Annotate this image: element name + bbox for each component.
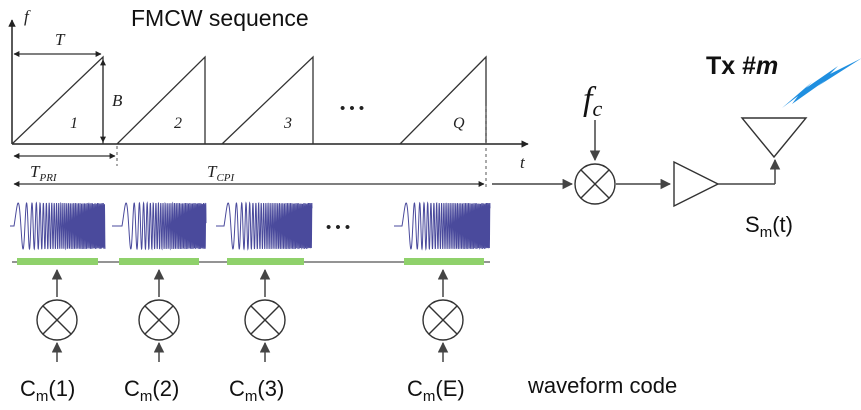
t-axis-label: t: [520, 153, 526, 172]
f-axis-label: f: [24, 7, 31, 26]
code-bar-3: [227, 258, 304, 265]
chirp-waveform-e: [394, 201, 491, 251]
ramp-q: Q: [399, 55, 487, 145]
lightning-icon: [782, 58, 861, 108]
code-bar-1: [17, 258, 98, 265]
code-label-2: Cm(2): [124, 376, 179, 405]
amplifier-icon: [673, 160, 720, 208]
ramp-2-label: 2: [174, 115, 182, 132]
bandwidth-label: B: [112, 91, 123, 110]
waveform-ellipsis: • • •: [326, 219, 350, 236]
cpi-label: TCPI: [207, 162, 236, 184]
tx-label: Tx #m: [706, 52, 778, 80]
antenna-icon: [740, 117, 808, 159]
rf-mixer: [574, 163, 616, 205]
code-label-e: Cm(E): [407, 376, 465, 405]
chirp-waveform-1: [10, 201, 106, 251]
ramp-2: 2: [116, 55, 206, 145]
chirp-waveforms: • • •: [10, 201, 491, 251]
period-label: T: [55, 30, 66, 49]
code-mixer-e: [422, 268, 464, 362]
code-bar-2: [119, 258, 199, 265]
code-bar-e: [404, 258, 484, 265]
code-mixer-2: [138, 268, 180, 362]
ramp-ellipsis: • • •: [340, 100, 364, 117]
diagram-title: FMCW sequence: [131, 5, 309, 31]
ramp-3: 3: [221, 55, 314, 145]
code-mixer-3: [244, 268, 286, 362]
waveform-code-label: waveform code: [527, 373, 677, 398]
output-signal-label: Sm(t): [745, 212, 793, 241]
chirp-waveform-2: [112, 201, 207, 251]
chirp-waveform-3: [216, 201, 313, 251]
code-label-1: Cm(1): [20, 376, 75, 405]
carrier-label: fc: [583, 81, 602, 121]
pri-label: TPRI: [30, 162, 58, 184]
ramp-q-label: Q: [453, 115, 465, 132]
code-label-3: Cm(3): [229, 376, 284, 405]
code-mixer-1: [36, 268, 78, 362]
ramp-1-label: 1: [70, 115, 78, 132]
ramp-3-label: 3: [283, 115, 292, 132]
ramp-1: 1: [11, 55, 104, 145]
